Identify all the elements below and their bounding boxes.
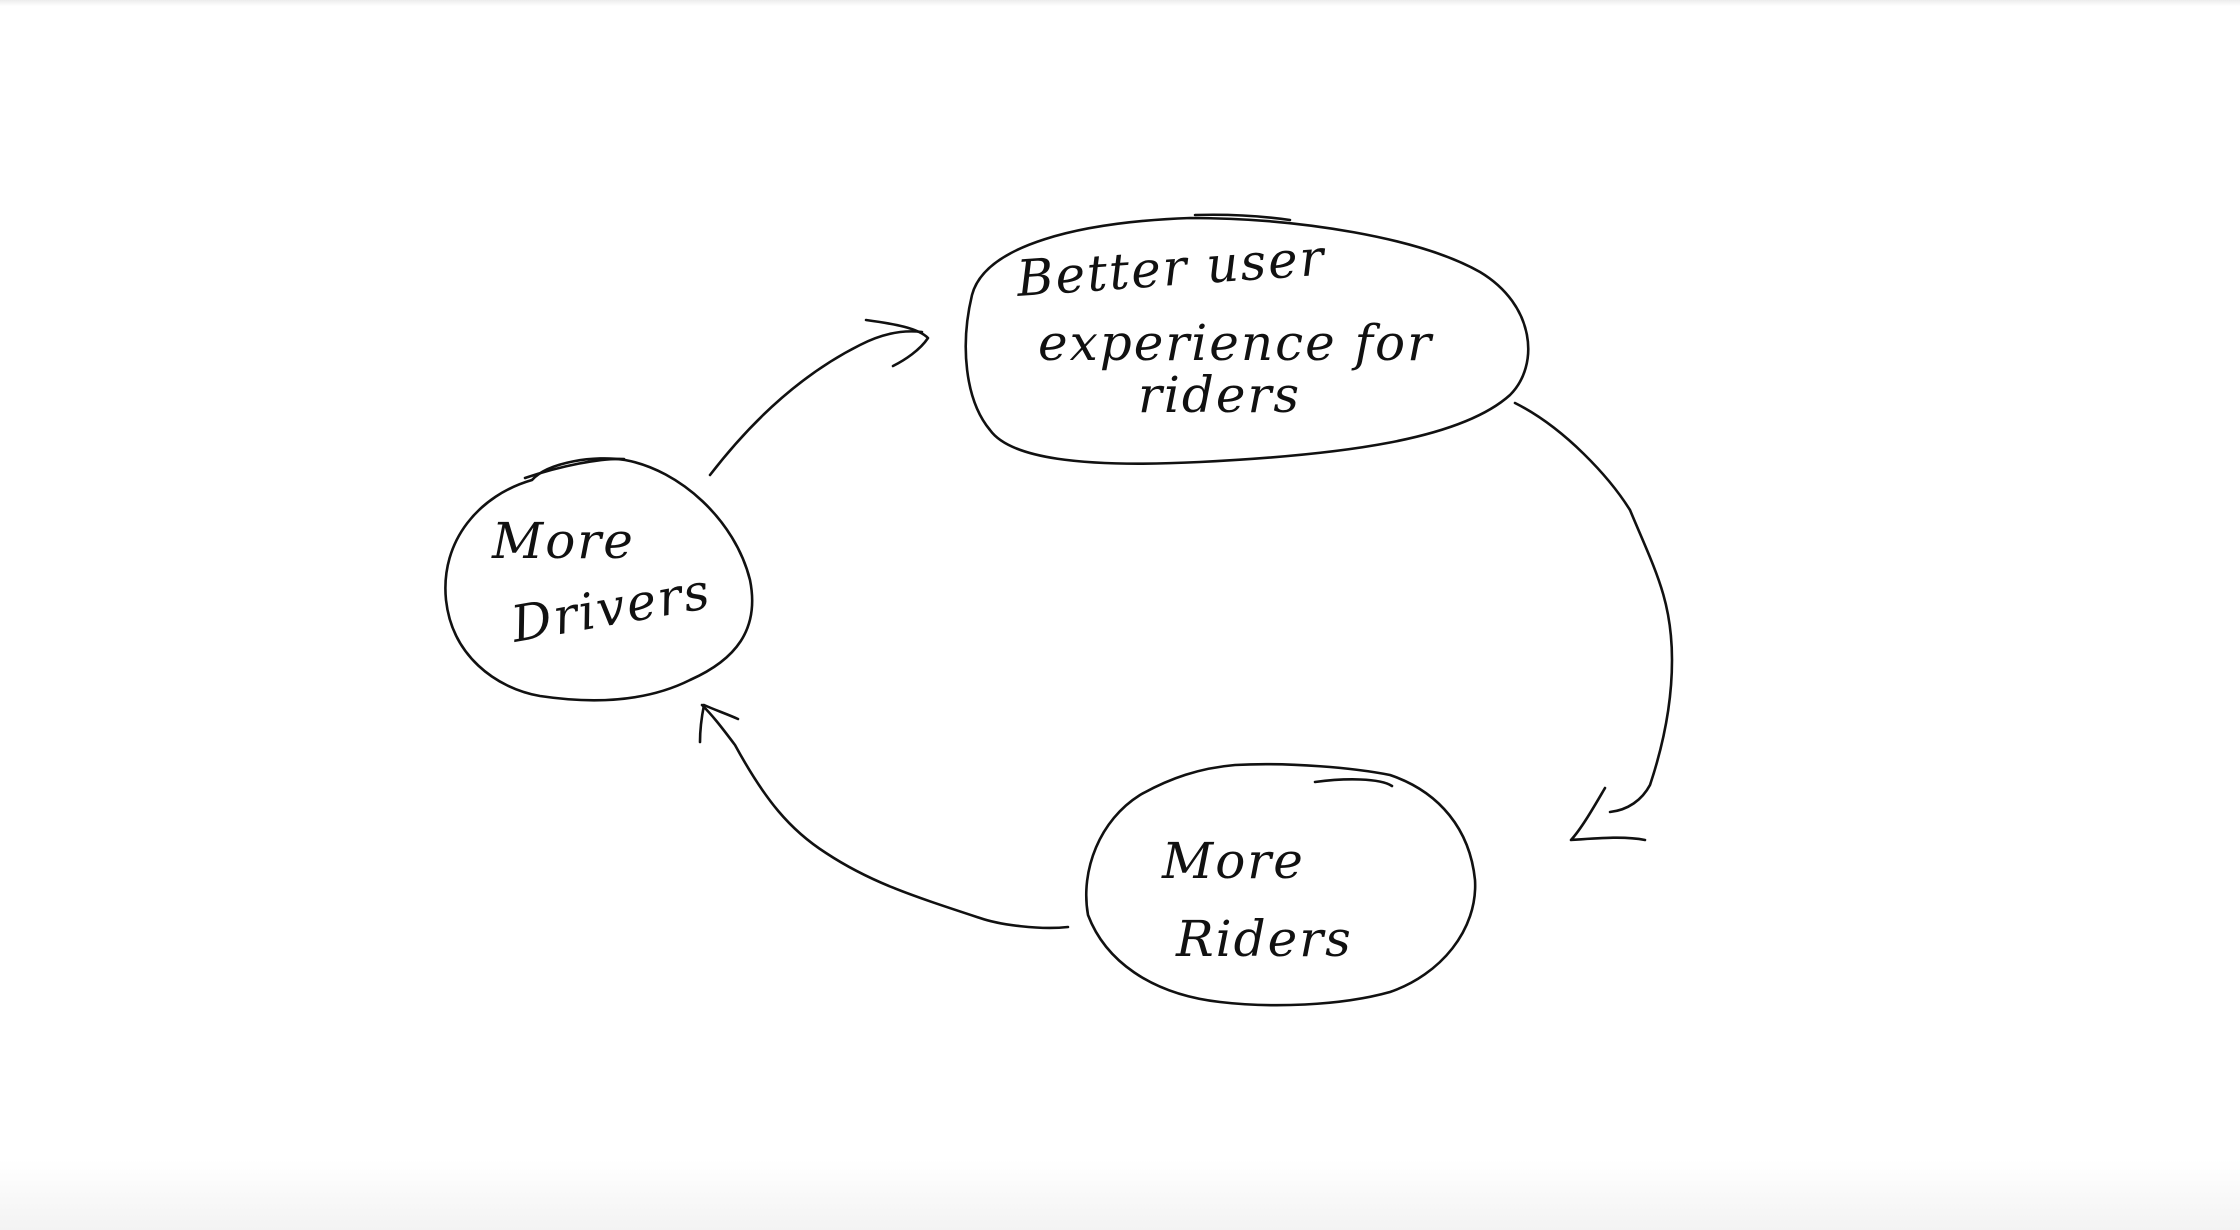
node-more-riders-line2: Riders — [1175, 910, 1353, 968]
edge-riders-to-drivers-arrowhead — [698, 703, 740, 744]
node-more-drivers: More Drivers — [444, 457, 754, 702]
node-more-riders-line1: More — [1161, 832, 1305, 890]
bottom-edge-shadow — [0, 1160, 2240, 1230]
edge-experience-to-riders — [1513, 401, 1674, 842]
edge-experience-to-riders-line — [1513, 401, 1674, 814]
edge-drivers-to-experience-line — [708, 330, 924, 477]
node-more-riders: More Riders — [1084, 762, 1477, 1007]
edge-riders-to-drivers — [698, 703, 1070, 930]
edge-experience-to-riders-arrowhead — [1569, 786, 1647, 842]
node-more-drivers-line2: Drivers — [506, 562, 715, 654]
node-better-user-experience: Better user experience for riders — [964, 213, 1530, 465]
node-more-drivers-ellipse — [444, 457, 754, 702]
node-better-user-experience-ellipse — [964, 216, 1530, 465]
node-better-user-experience-line2: experience for — [1038, 314, 1434, 372]
edge-drivers-to-experience — [708, 318, 930, 477]
edge-riders-to-drivers-line — [700, 703, 1070, 930]
node-better-user-experience-line1: Better user — [1014, 228, 1329, 308]
edge-drivers-to-experience-arrowhead — [864, 318, 930, 368]
top-edge-shadow — [0, 0, 2240, 6]
node-more-drivers-line1: More — [491, 512, 635, 570]
node-better-user-experience-line3: riders — [1138, 366, 1301, 424]
node-more-riders-overstroke — [1313, 778, 1394, 788]
node-better-user-experience-overstroke — [1193, 213, 1292, 222]
node-more-drivers-overstroke — [523, 457, 626, 480]
node-more-riders-ellipse — [1084, 762, 1477, 1007]
